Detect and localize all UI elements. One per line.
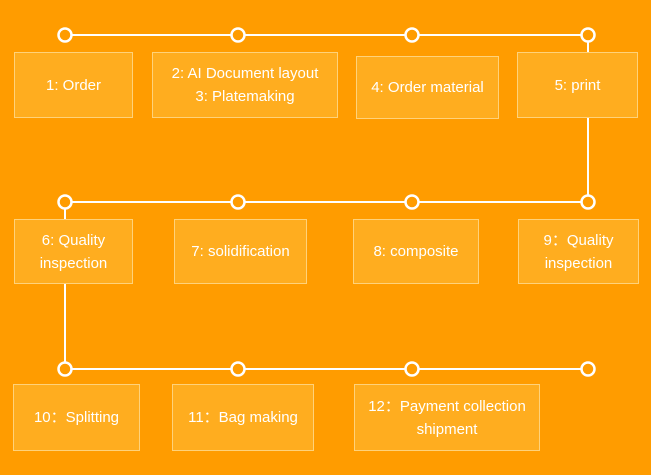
- node-dot: [230, 361, 246, 377]
- step-label: 6: Quality: [41, 231, 106, 249]
- step-label: 1: Order: [45, 76, 102, 94]
- step-label: 11：Bag making: [188, 409, 298, 426]
- step-label: inspection: [544, 254, 613, 272]
- step-order: 1: Order: [14, 52, 133, 118]
- step-print: 5: print: [517, 52, 638, 118]
- node-dot: [404, 361, 420, 377]
- node-dot: [57, 361, 73, 377]
- step-composite: 8: composite: [353, 219, 479, 284]
- step-label: 12：Payment collection: [368, 397, 526, 415]
- node-dot: [57, 27, 73, 43]
- node-dot: [580, 194, 596, 210]
- step-label: 8: composite: [373, 243, 459, 260]
- step-label: shipment: [416, 420, 478, 438]
- node-dot: [580, 27, 596, 43]
- node-dot: [404, 27, 420, 43]
- node-dot: [230, 194, 246, 210]
- step-label: 7: solidification: [191, 243, 290, 260]
- step-label: 2: AI Document layout: [171, 65, 319, 82]
- step-quality-inspection-2: 9：Quality inspection: [518, 219, 639, 284]
- step-quality-inspection-1: 6: Quality inspection: [14, 219, 133, 284]
- step-label: inspection: [39, 254, 108, 272]
- step-order-material: 4: Order material: [356, 56, 499, 119]
- step-payment-collection-shipment: 12：Payment collection shipment: [354, 384, 540, 451]
- step-bag-making: 11：Bag making: [172, 384, 314, 451]
- step-document-layout-platemaking: 2: AI Document layout 3: Platemaking: [152, 52, 338, 118]
- node-dot: [230, 27, 246, 43]
- node-dot: [580, 361, 596, 377]
- step-splitting: 10：Splitting: [13, 384, 140, 451]
- step-label: 9：Quality: [543, 231, 614, 249]
- step-label: 10：Splitting: [33, 409, 120, 426]
- node-dot: [57, 194, 73, 210]
- step-solidification: 7: solidification: [174, 219, 307, 284]
- node-dot: [404, 194, 420, 210]
- step-label: 5: print: [554, 76, 601, 94]
- step-label: 4: Order material: [371, 79, 484, 96]
- step-label: 3: Platemaking: [195, 88, 295, 105]
